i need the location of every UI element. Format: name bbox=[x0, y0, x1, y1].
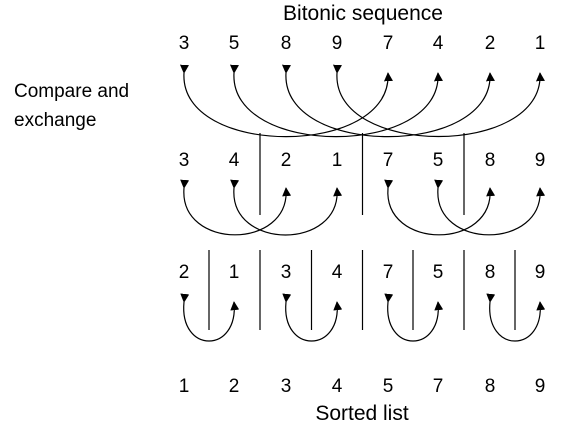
row-2-value-1: 3 bbox=[179, 150, 190, 171]
stage-1-arrow-2-6 bbox=[229, 64, 443, 138]
stage-3-arrow-7-8 bbox=[486, 293, 546, 342]
row-4-value-3: 3 bbox=[281, 376, 292, 397]
stage-2-arrow-6-8 bbox=[434, 179, 546, 236]
row-2-value-3: 2 bbox=[281, 150, 292, 171]
row-4-value-5: 5 bbox=[383, 376, 394, 397]
stage-3-arrow-1-2 bbox=[180, 293, 240, 342]
row-2-value-2: 4 bbox=[229, 150, 240, 171]
row-4-value-6: 7 bbox=[433, 376, 444, 397]
diagram-footer: Sorted list bbox=[315, 402, 409, 425]
row-3-value-8: 9 bbox=[535, 262, 546, 283]
row-4-value-7: 8 bbox=[485, 376, 496, 397]
stage-1-arrow-3-7 bbox=[281, 64, 495, 138]
stage-2-arrow-2-4 bbox=[230, 179, 343, 236]
row-4-value-8: 9 bbox=[535, 376, 546, 397]
row-1-value-3: 8 bbox=[281, 33, 292, 54]
row-2-value-8: 9 bbox=[535, 150, 546, 171]
diagram-title: Bitonic sequence bbox=[283, 2, 443, 25]
row-2-value-4: 1 bbox=[332, 150, 343, 171]
row-3-value-7: 8 bbox=[485, 262, 496, 283]
row-3-value-1: 2 bbox=[179, 262, 190, 283]
row-1-value-7: 2 bbox=[485, 33, 496, 54]
row-4-value-2: 2 bbox=[229, 376, 240, 397]
stage-dividers bbox=[208, 133, 516, 330]
row-1-value-6: 4 bbox=[433, 33, 444, 54]
row-2-value-6: 5 bbox=[433, 150, 444, 171]
row-1-value-5: 7 bbox=[383, 33, 394, 54]
row-1-value-2: 5 bbox=[229, 33, 240, 54]
row-2-value-5: 7 bbox=[383, 150, 394, 171]
row-1-value-8: 1 bbox=[535, 33, 546, 54]
stage-2-arrow-1-3 bbox=[180, 179, 292, 236]
stage-1-arrow-1-5 bbox=[179, 64, 393, 138]
stage-2-arrow-5-7 bbox=[384, 179, 496, 236]
stage-1-arrow-4-8 bbox=[332, 64, 545, 138]
number-rows: 3 5 8 9 7 4 2 1 3 4 2 1 7 5 8 9 2 1 3 4 7 5 8 9 1 2 3 4 5 7 8 9 bbox=[179, 33, 546, 397]
row-4-value-1: 1 bbox=[179, 376, 190, 397]
row-4-value-4: 4 bbox=[332, 376, 343, 397]
row-3-value-6: 5 bbox=[433, 262, 444, 283]
row-1-value-4: 9 bbox=[332, 33, 343, 54]
compare-exchange-arrows bbox=[179, 64, 546, 342]
row-2-value-7: 8 bbox=[485, 150, 496, 171]
side-label-line-1: Compare and bbox=[14, 81, 129, 102]
row-3-value-3: 3 bbox=[281, 262, 292, 283]
stage-3-arrow-5-6 bbox=[384, 293, 444, 342]
row-1-value-1: 3 bbox=[179, 33, 190, 54]
row-3-value-2: 1 bbox=[229, 262, 240, 283]
row-3-value-4: 4 bbox=[332, 262, 343, 283]
row-3-value-5: 7 bbox=[383, 262, 394, 283]
side-label-line-2: exchange bbox=[14, 110, 96, 131]
stage-3-arrow-3-4 bbox=[282, 293, 343, 342]
